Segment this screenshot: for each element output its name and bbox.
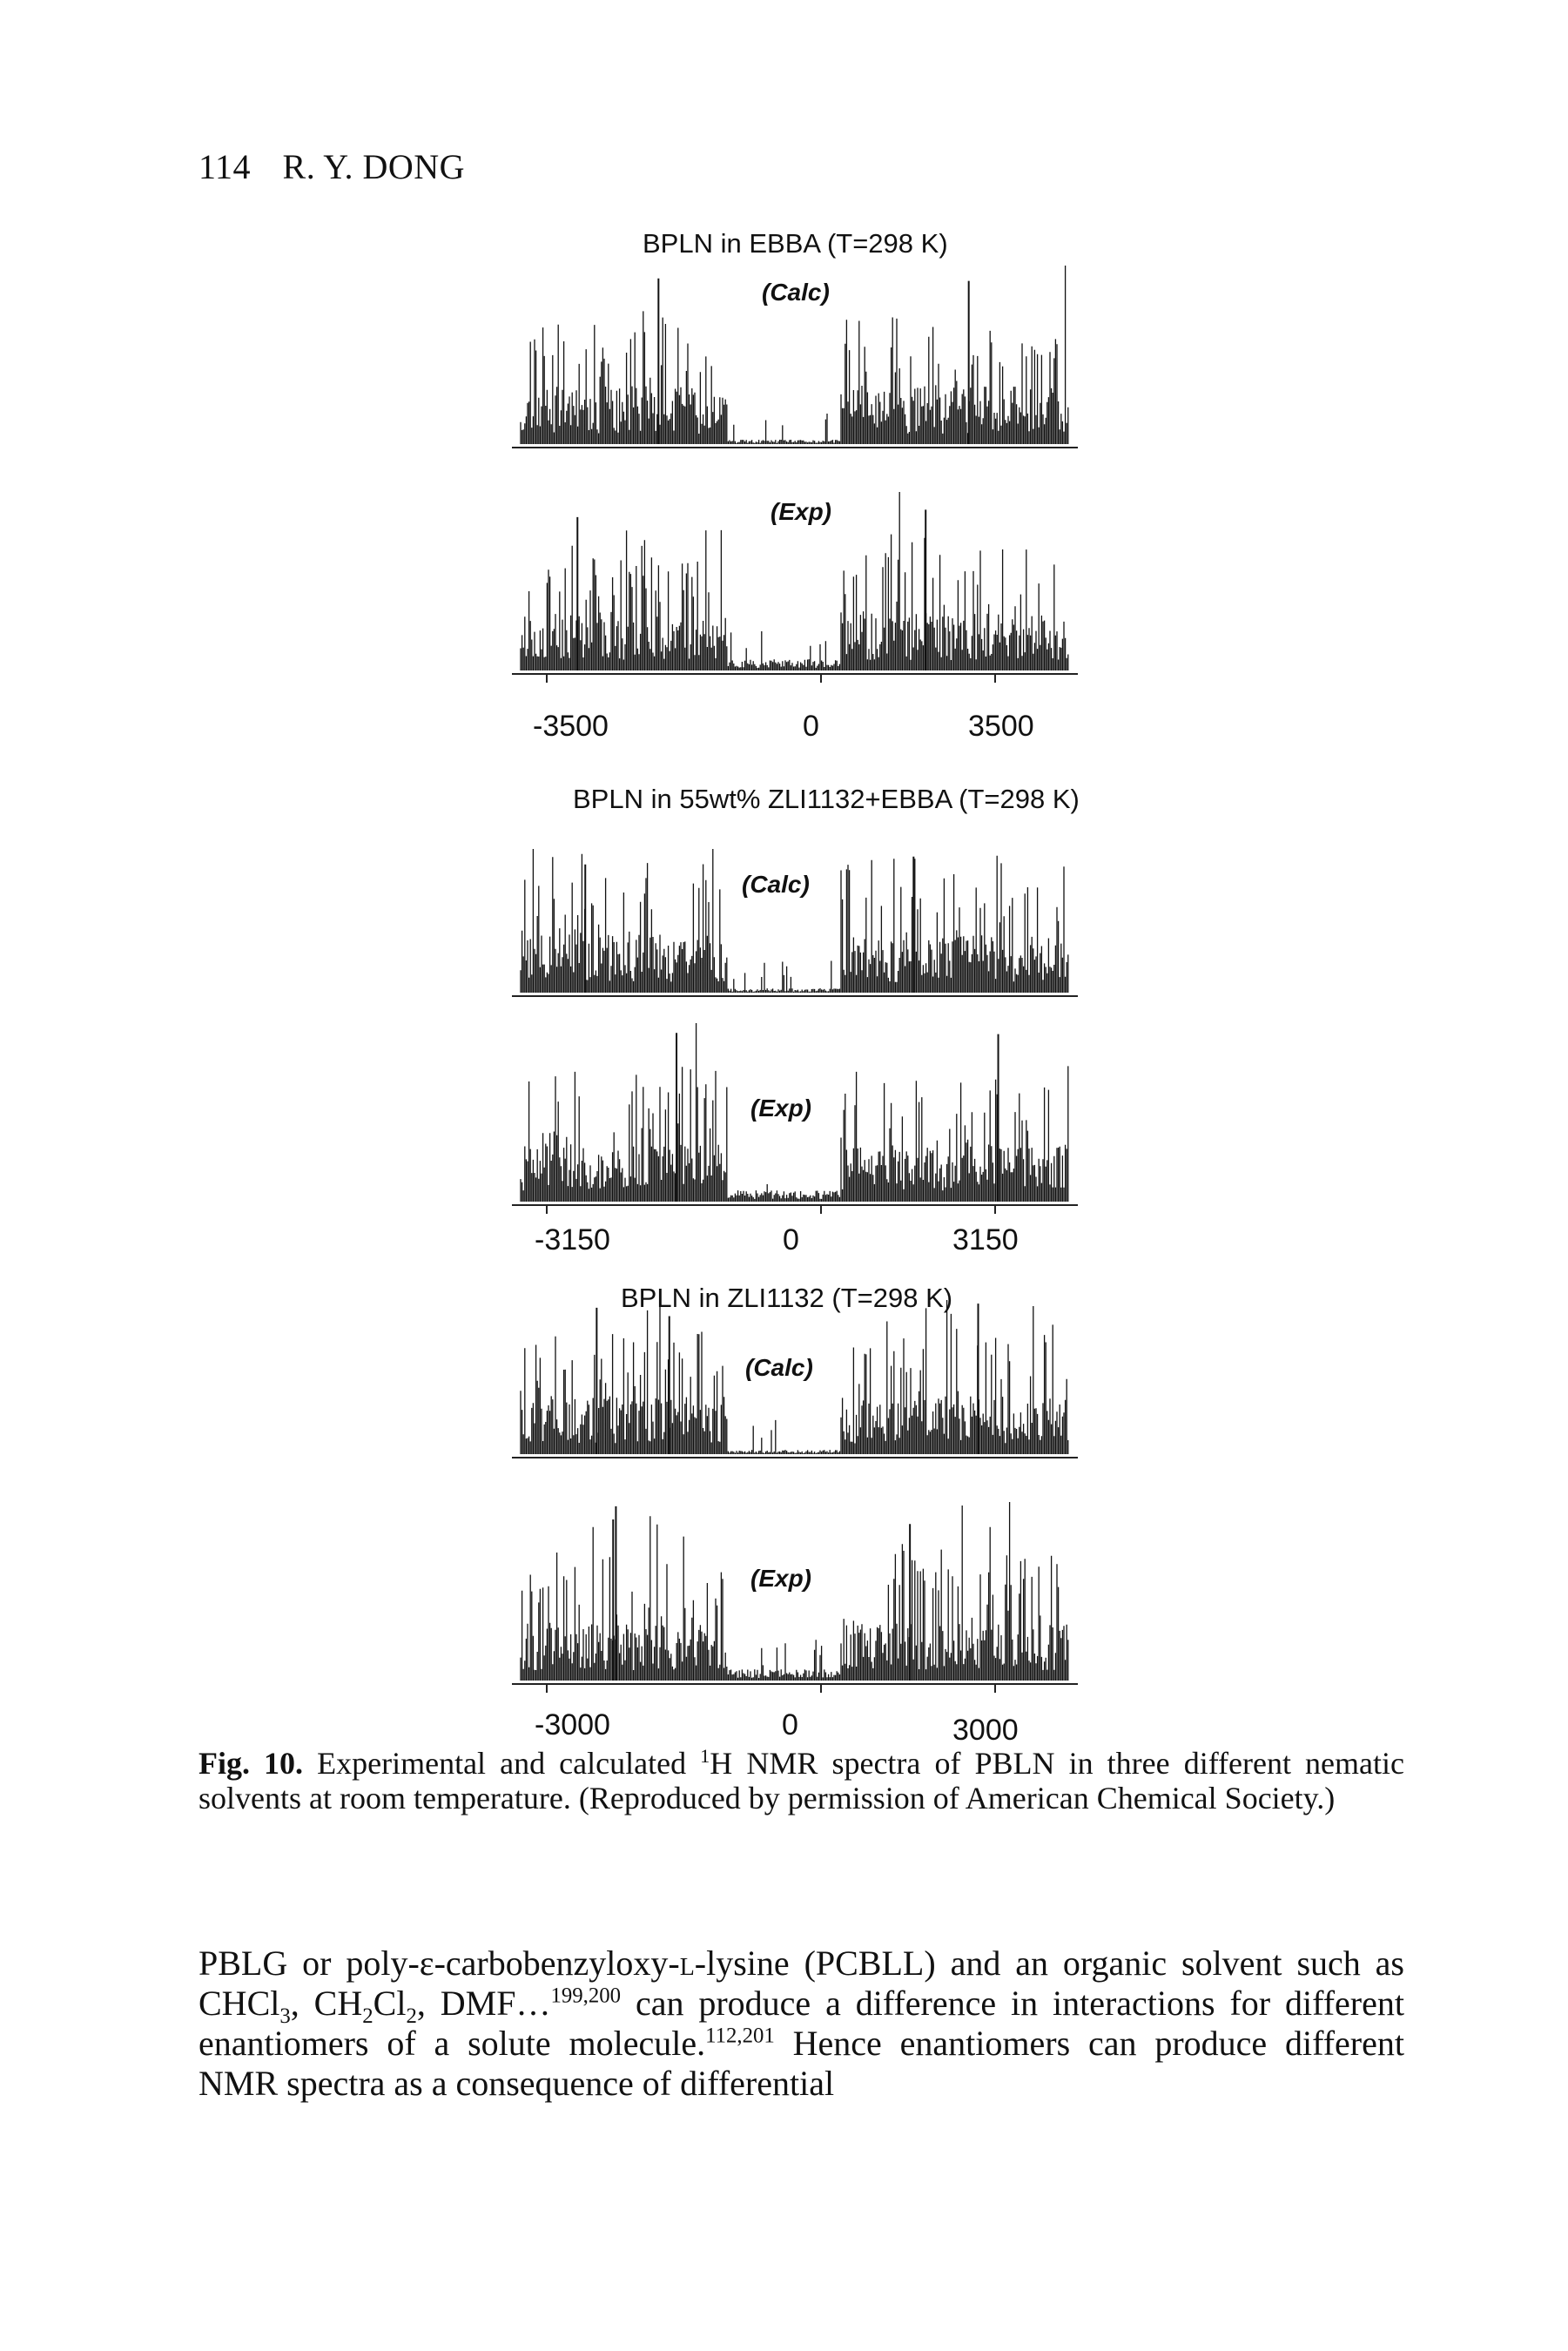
group-1-calc-spectrum [512, 266, 1078, 448]
small-caps-l: l [679, 1943, 695, 1983]
group-3-tick-center: 0 [782, 1708, 798, 1741]
citation-superscript: 199,200 [550, 1984, 622, 2008]
page-number: 114 [199, 147, 252, 186]
group-1-tick-right: 3500 [968, 710, 1034, 743]
author-name: R. Y. DONG [282, 147, 465, 186]
group-3-tick-right: 3000 [952, 1714, 1019, 1747]
spectrum-lines [520, 849, 1069, 993]
group-3-exp-spectrum [512, 1502, 1078, 1693]
group-2-title: BPLN in 55wt% ZLI1132+EBBA (T=298 K) [573, 784, 1080, 814]
group-2-exp-label: (Exp) [750, 1095, 811, 1122]
group-2-tick-left: -3150 [535, 1223, 610, 1256]
group-1-calc-label: (Calc) [762, 279, 830, 306]
subscript: 2 [406, 2004, 417, 2028]
group-2-tick-right: 3150 [952, 1223, 1019, 1256]
group-1-title: BPLN in EBBA (T=298 K) [643, 228, 948, 259]
body-paragraph: PBLG or poly-ε-carbobenzyloxy-l-lysine (… [199, 1943, 1404, 2104]
body-text-run: PBLG or poly-ε-carbobenzyloxy- [199, 1943, 680, 1983]
group-2-calc-spectrum [512, 849, 1078, 997]
spectrum-lines [520, 1300, 1069, 1454]
subscript: 2 [362, 2004, 373, 2028]
group-3-tick-left: -3000 [535, 1708, 610, 1741]
group-3-calc-label: (Calc) [745, 1354, 813, 1381]
caption-text-post: H NMR spectra of PBLN in three different… [199, 1746, 1404, 1815]
running-head: 114 R. Y. DONG [199, 146, 465, 187]
group-2-calc-label: (Calc) [742, 871, 810, 898]
caption-superscript: 1 [700, 1745, 710, 1767]
citation-superscript: 112,201 [705, 2024, 775, 2048]
group-1-exp-label: (Exp) [771, 498, 831, 525]
group-2-tick-center: 0 [783, 1223, 799, 1256]
caption-label: Fig. 10. [199, 1746, 304, 1781]
group-3-title: BPLN in ZLI1132 (T=298 K) [621, 1283, 953, 1313]
body-text-run: Cl [373, 1984, 407, 2023]
caption-text-pre: Experimental and calculated [303, 1746, 701, 1781]
group-1-tick-left: -3500 [533, 710, 609, 743]
subscript: 3 [279, 2004, 291, 2028]
group-1-tick-center: 0 [803, 710, 819, 743]
group-2-exp-spectrum [512, 1023, 1078, 1214]
group-1-exp-spectrum [512, 492, 1078, 683]
group-3-exp-label: (Exp) [750, 1565, 811, 1592]
body-text-run: Hence enantiomers can produce different … [199, 2024, 1404, 2103]
figure-caption: Fig. 10. Experimental and calculated 1H … [199, 1746, 1404, 1815]
body-text-run: , CH [290, 1984, 363, 2023]
body-text-run: can produce a difference in interactions… [199, 1984, 1404, 2063]
body-text-run: -lysine (PCBLL) and an organic solvent s… [199, 1943, 1404, 2023]
spectrum-lines [520, 1023, 1069, 1202]
spectrum-lines [520, 492, 1069, 670]
spectrum-lines [520, 1502, 1069, 1681]
spectrum-lines [520, 266, 1069, 444]
group-3-calc-spectrum [512, 1300, 1078, 1458]
body-text-run: , DMF… [416, 1984, 551, 2023]
